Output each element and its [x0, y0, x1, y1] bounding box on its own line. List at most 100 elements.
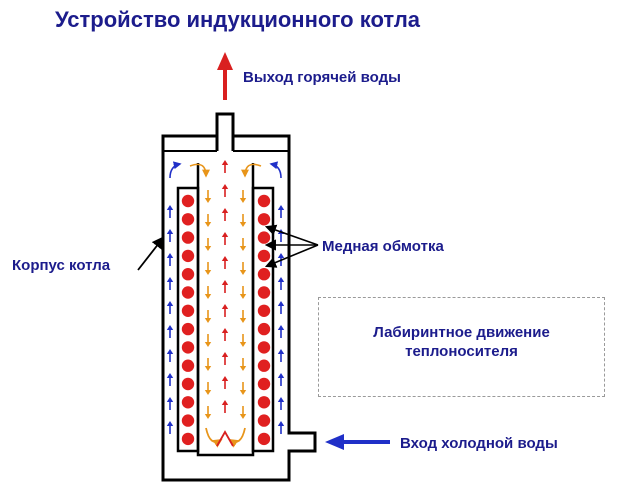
right-coil-turn: [257, 249, 271, 263]
left-coil-turn: [181, 341, 195, 354]
hot-water-out-label: Выход горячей воды: [243, 69, 401, 86]
hot-flow-arrow: [221, 208, 229, 221]
cold-flow-arrow: [166, 277, 174, 290]
warm-flow-arrow: [239, 238, 247, 251]
warm-flow-arrow: [204, 358, 212, 371]
right-coil-turn: [257, 231, 271, 244]
right-coil-turn: [257, 359, 271, 372]
cold-flow-arrow: [166, 421, 174, 434]
right-coil-turn: [257, 377, 271, 391]
flow-arrows: [166, 160, 285, 448]
right-coil-turn: [257, 432, 271, 446]
left-coil-turn: [181, 268, 195, 281]
right-coil-turn: [257, 322, 271, 336]
warm-flow-arrow: [239, 214, 247, 227]
left-coil-turn: [181, 359, 195, 372]
diagram-title: Устройство индукционного котла: [55, 7, 421, 32]
cold-water-in-label: Вход холодной воды: [400, 435, 558, 452]
left-coil-turn: [181, 231, 195, 244]
right-coil-turn: [257, 213, 271, 226]
hot-flow-arrow: [221, 376, 229, 389]
turn-flow-arrow: [189, 163, 210, 178]
copper-winding-coils: [181, 194, 271, 446]
cold-flow-arrow: [277, 325, 285, 338]
hot-flow-arrow: [221, 352, 229, 365]
right-coil-turn: [257, 194, 271, 208]
left-coil-turn: [181, 304, 195, 317]
cold-flow-arrow: [166, 325, 174, 338]
labyrinth-note-box: Лабиринтное движение теплоносителя: [318, 297, 605, 397]
right-coil-turn: [257, 341, 271, 354]
hot-flow-arrow: [221, 328, 229, 341]
left-coil-turn: [181, 249, 195, 263]
cold-flow-arrow: [277, 373, 285, 386]
cold-flow-arrow: [166, 229, 174, 242]
warm-flow-arrow: [239, 334, 247, 347]
left-coil-channel: [176, 186, 200, 453]
warm-flow-arrow: [204, 334, 212, 347]
cold-flow-arrow: [166, 373, 174, 386]
cold-flow-arrow: [277, 253, 285, 266]
right-coil-turn: [257, 414, 271, 427]
left-coil-turn: [181, 194, 195, 208]
left-coil-turn: [181, 432, 195, 446]
right-coil-turn: [257, 268, 271, 281]
warm-flow-arrow: [239, 190, 247, 203]
cold-flow-arrow: [277, 301, 285, 314]
left-coil-turn: [181, 377, 195, 391]
warm-flow-arrow: [204, 406, 212, 419]
warm-flow-arrow: [239, 382, 247, 395]
hot-flow-arrow: [221, 304, 229, 317]
turn-flow-arrow: [269, 161, 282, 179]
cold-flow-arrow: [277, 421, 285, 434]
boiler-body-label: Корпус котла: [12, 257, 111, 274]
cold-flow-arrow: [166, 349, 174, 362]
inner-labyrinth-tube: [196, 163, 255, 457]
right-coil-turn: [257, 304, 271, 317]
hot-flow-arrow: [221, 280, 229, 293]
warm-flow-arrow: [204, 190, 212, 203]
copper-winding-label: Медная обмотка: [322, 238, 444, 255]
right-coil-turn: [257, 286, 271, 299]
left-coil-turn: [181, 322, 195, 336]
cold-flow-arrow: [277, 205, 285, 218]
warm-flow-arrow: [204, 214, 212, 227]
turn-flow-arrow: [241, 163, 262, 178]
cold-flow-arrow: [166, 205, 174, 218]
warm-flow-arrow: [239, 406, 247, 419]
copper-winding-pointers: [264, 224, 319, 268]
turn-flow-arrow: [169, 161, 182, 179]
hot-water-out-arrow: [217, 52, 233, 100]
left-coil-turn: [181, 414, 195, 427]
warm-flow-arrow: [204, 382, 212, 395]
hot-flow-arrow: [221, 232, 229, 245]
hot-flow-arrow: [221, 184, 229, 197]
warm-flow-arrow: [204, 262, 212, 275]
cold-flow-arrow: [277, 397, 285, 410]
warm-flow-arrow: [239, 310, 247, 323]
cold-flow-arrow: [166, 301, 174, 314]
warm-flow-arrow: [204, 310, 212, 323]
hot-flow-arrow: [221, 160, 229, 173]
labyrinth-note-line-1: Лабиринтное движение: [373, 324, 550, 341]
warm-flow-arrow: [239, 262, 247, 275]
labyrinth-note-text: Лабиринтное движение теплоносителя: [319, 323, 604, 361]
hot-flow-arrow: [221, 256, 229, 269]
left-coil-turn: [181, 396, 195, 409]
labyrinth-note-line-2: теплоносителя: [405, 343, 518, 360]
cold-water-in-arrow: [325, 434, 390, 450]
left-coil-turn: [181, 286, 195, 299]
boiler-housing: [161, 134, 317, 482]
left-coil-turn: [181, 213, 195, 226]
cold-flow-arrow: [166, 397, 174, 410]
cold-flow-arrow: [277, 277, 285, 290]
hot-flow-arrow: [221, 400, 229, 413]
warm-flow-arrow: [239, 286, 247, 299]
right-coil-turn: [257, 396, 271, 409]
cold-flow-arrow: [277, 349, 285, 362]
boiler-body-pointer: [137, 236, 165, 271]
bottom-hot-turn: [216, 430, 234, 447]
cold-flow-arrow: [166, 253, 174, 266]
